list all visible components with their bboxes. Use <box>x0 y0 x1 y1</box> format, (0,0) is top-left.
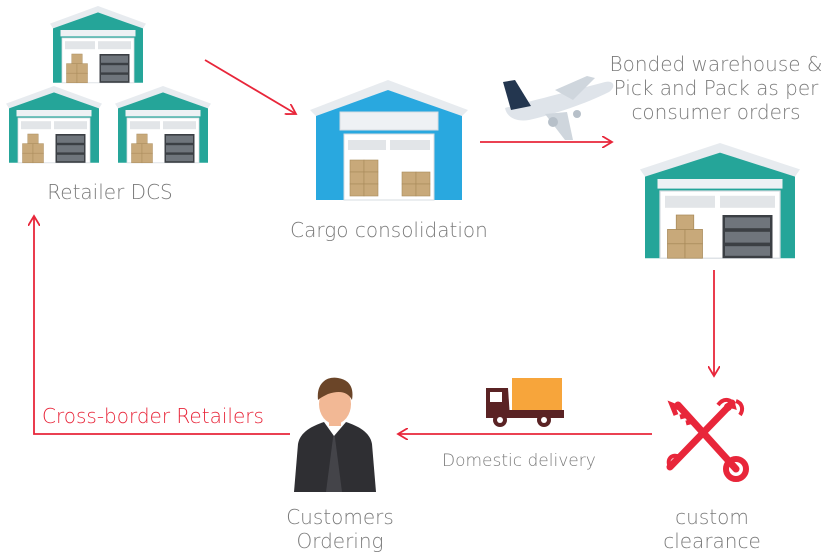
retailer-dcs-label: Retailer DCS <box>47 180 173 204</box>
custom-clearance-label: custom clearance <box>652 505 772 553</box>
bonded-label-line1: Bonded warehouse & <box>609 52 823 76</box>
bonded-label-line3: consumer orders <box>631 100 801 124</box>
arrow-retailer-to-consolidation <box>204 59 296 114</box>
cargo-consolidation-label: Cargo consolidation <box>290 218 488 242</box>
retailer-warehouse-right <box>114 85 212 164</box>
custom-label-line2: clearance <box>663 529 761 553</box>
plane-icon <box>503 76 614 140</box>
retailer-warehouse-left <box>5 85 103 164</box>
cargo-consolidation-warehouse-icon <box>310 80 468 201</box>
customers-ordering-label: Customers Ordering <box>270 505 410 553</box>
retailer-warehouse-top <box>49 5 147 84</box>
custom-label-line1: custom <box>675 505 749 529</box>
domestic-delivery-label: Domestic delivery <box>442 451 596 471</box>
customers-label-line2: Ordering <box>296 529 384 553</box>
customs-key-icon <box>666 398 749 482</box>
customer-icon <box>294 377 376 492</box>
bonded-label-line2: Pick and Pack as per <box>613 76 819 100</box>
cross-border-retailers-label: Cross-border Retailers <box>42 404 264 428</box>
arrow-customer-to-retailer <box>34 216 290 435</box>
bonded-warehouse-icon <box>639 142 801 259</box>
customers-label-line1: Customers <box>286 505 394 529</box>
truck-icon <box>486 378 564 427</box>
bonded-warehouse-label: Bonded warehouse & Pick and Pack as per … <box>606 52 826 124</box>
